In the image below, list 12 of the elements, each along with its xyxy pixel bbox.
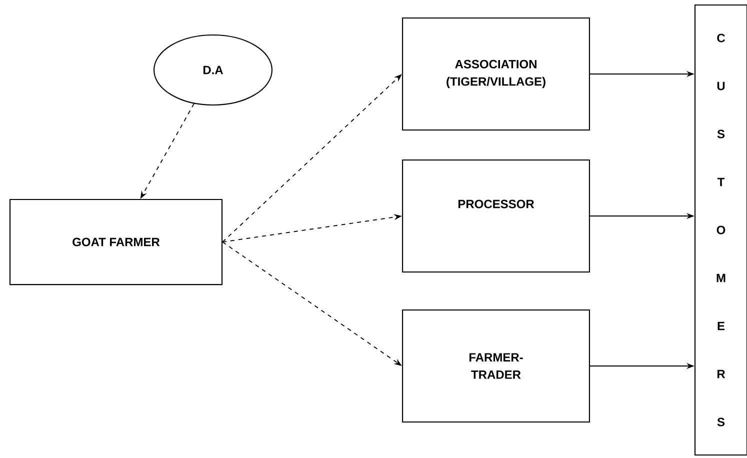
process-box <box>402 309 590 423</box>
process-box <box>402 159 590 273</box>
process-box <box>9 198 223 286</box>
node-label: PROCESSOR <box>458 200 534 208</box>
node-label: CUSTOMERS <box>716 34 726 426</box>
customers-box <box>694 4 747 456</box>
node-label: FARMER- TRADER <box>469 353 523 379</box>
node-label: D.A <box>203 66 223 74</box>
node-label: GOAT FARMER <box>72 238 160 246</box>
ellipse-node <box>153 34 273 106</box>
node-label: ASSOCIATION (TIGER/VILLAGE) <box>446 60 546 88</box>
process-box <box>402 17 590 131</box>
